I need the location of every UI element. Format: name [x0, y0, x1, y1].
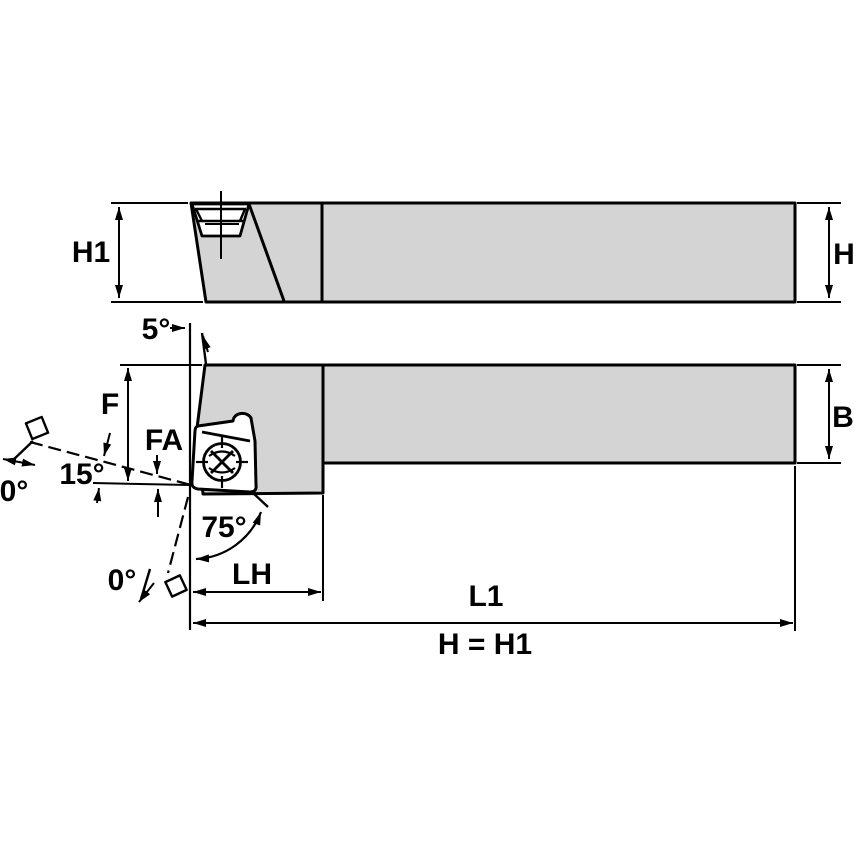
dim-label-f: F: [101, 388, 119, 421]
angle-label-15deg: 15°: [59, 458, 104, 491]
angle-15deg: 15°: [59, 432, 112, 504]
angle-label-5deg: 5°: [142, 313, 171, 346]
angle-label-75deg: 75°: [201, 511, 246, 544]
angle-5deg-arrow: [202, 335, 211, 353]
angle-0deg-bottom-arrow: [138, 582, 155, 603]
side-view: H1 H: [72, 191, 854, 304]
dimension-h: H: [797, 202, 854, 303]
dimension-f: F: [101, 364, 202, 481]
dim-label-h1: H1: [72, 236, 110, 269]
angle-15deg-arrow-upper: [103, 432, 112, 457]
dimension-b: B: [797, 364, 854, 464]
head-slant-edge: [247, 203, 286, 302]
dimension-lh: LH: [193, 495, 324, 601]
insert-section-square-bottom: [164, 574, 188, 598]
dim-label-fa: FA: [145, 424, 183, 457]
front-dash-line: [166, 496, 190, 574]
cutting-edge-extension: [251, 491, 269, 508]
angle-75deg: 75°: [195, 491, 269, 563]
angle-5deg: 5°: [142, 313, 211, 365]
angle-label-0deg-top: 0°: [0, 475, 28, 508]
note-h-equals-h1: H = H1: [438, 628, 532, 661]
holder-body-plan: [195, 363, 797, 496]
insert-plane-line-top: [10, 440, 34, 463]
screw-cross-diagonal-2: [210, 450, 234, 474]
insert-top-edge: [201, 430, 251, 443]
plan-view: 5° F FA 15° 0°: [0, 313, 854, 661]
dimension-l1: L1: [193, 466, 796, 631]
dim-label-h: H: [833, 238, 854, 271]
holder-body-side: [189, 201, 797, 304]
tip-horizontal-reference-line: [92, 482, 191, 486]
screw-arc-top: [208, 450, 236, 457]
angle-0deg-bottom-marker: 0°: [108, 564, 188, 603]
screw-pocket-wall-right: [238, 208, 247, 222]
dimension-h1: H1: [72, 202, 203, 303]
dim-label-lh: LH: [232, 558, 272, 591]
screw-arc-bottom: [208, 467, 236, 474]
angle-label-0deg-bottom: 0°: [108, 564, 137, 597]
inclination-dash-line: [29, 440, 192, 487]
angle-0deg-top-arrows: [2, 457, 36, 467]
dimension-fa: FA: [145, 424, 183, 517]
screw-head-icon: [196, 436, 248, 488]
angle-15deg-arrow-lower: [93, 487, 102, 504]
dim-label-b: B: [832, 401, 854, 434]
angle-0deg-top-marker: 0°: [0, 415, 50, 508]
dim-label-l1: L1: [468, 580, 503, 613]
screw-pocket-wall-left: [194, 208, 204, 222]
insert-section-square-top: [24, 415, 50, 441]
angle-75deg-arc: [195, 511, 263, 563]
